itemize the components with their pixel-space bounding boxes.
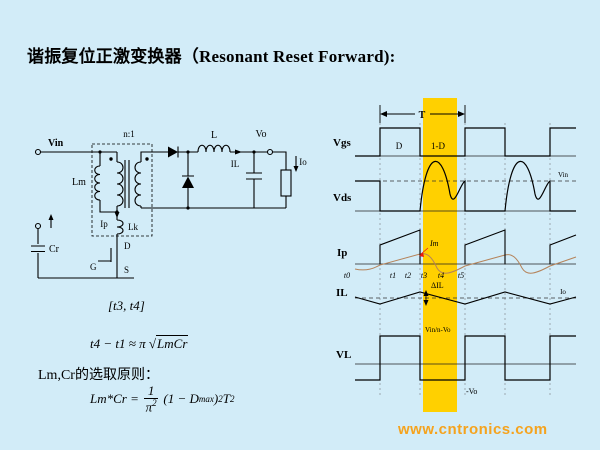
formula2-term-close: ) — [213, 390, 219, 406]
waveform-diagram: T D 1-D Vin Im t0 t1 t2 t3 t4 t5 Io ΔIL … — [333, 98, 577, 412]
lk-coil — [116, 218, 124, 244]
fraction-numerator: 1 — [143, 384, 159, 399]
il-row-label: IL — [336, 287, 348, 299]
ip-trace — [379, 229, 577, 264]
t0-label: t0 — [344, 271, 350, 280]
pi-exponent: 2 — [152, 397, 157, 408]
freewheel-diode-wires — [182, 152, 194, 208]
mosfet-symbol — [98, 244, 118, 278]
t3-label: t3 — [421, 271, 427, 280]
lk-label: Lk — [128, 222, 138, 232]
cr-label: Cr — [49, 244, 60, 255]
primary-polarity-dot — [109, 157, 113, 161]
t5-label: t5 — [458, 271, 464, 280]
highlight-band — [423, 98, 457, 412]
cr-terminal — [34, 222, 42, 230]
output-capacitor — [246, 152, 262, 208]
vo-label: Vo — [256, 129, 267, 140]
io-ref-label: Io — [560, 288, 566, 296]
im-annotation: Im — [419, 239, 439, 257]
vl-trace — [355, 335, 576, 381]
t4-label: t4 — [438, 271, 444, 280]
vin-ref-label: Vin — [558, 171, 569, 179]
secondary-coil — [134, 161, 142, 207]
vds-row-label: Vds — [333, 192, 352, 204]
pi-symbol: π — [145, 398, 153, 414]
il-trace — [354, 291, 577, 305]
sqrt-sign: √ — [148, 336, 157, 351]
page-title: 谐振复位正激变换器（Resonant Reset Forward): — [27, 42, 396, 67]
im-label: Im — [429, 239, 439, 248]
vin-label: Vin — [48, 138, 64, 149]
transformer-dashed-box — [91, 143, 153, 237]
il-arrow — [235, 149, 242, 155]
watermark: www.cntronics.com — [398, 421, 548, 438]
term-exponent: 2 — [218, 393, 223, 404]
interval-note: [t3, t4] — [108, 298, 145, 313]
vgs-trace — [355, 127, 576, 157]
turns-ratio-label: n:1 — [123, 129, 135, 139]
formula2-fraction: 1 π2 — [143, 384, 159, 414]
vl-row-label: VL — [336, 349, 351, 361]
period-label: T — [419, 110, 426, 121]
vl-low-label: -Vo — [466, 387, 477, 396]
formula2-term-open: (1 − D — [163, 390, 199, 406]
load-resistor — [280, 169, 292, 197]
io-arrow — [293, 166, 299, 172]
waveform-row-labels: Vgs Vds Ip IL VL — [333, 137, 352, 361]
vgs-row-label: Vgs — [333, 137, 351, 149]
lm-coil — [94, 165, 101, 201]
period-exponent: 2 — [229, 393, 235, 404]
secondary-polarity-dot — [145, 157, 149, 161]
l-label: L — [211, 130, 217, 141]
il-label: IL — [231, 159, 240, 169]
dmax-subscript: max — [198, 393, 214, 404]
primary-coil — [116, 161, 124, 207]
formula2-lhs: Lm*Cr = — [90, 390, 139, 406]
cr-voltage-arrow — [48, 214, 54, 220]
vin-terminal — [34, 148, 42, 156]
title-en: Resonant Reset Forward — [199, 47, 384, 66]
t2-label: t2 — [405, 271, 411, 280]
drain-label: D — [124, 241, 131, 251]
circuit-marks — [48, 146, 299, 220]
output-inductor-coil — [197, 144, 231, 153]
selection-principle-text: Lm,Cr的选取原则： — [38, 368, 159, 383]
transformer-core — [124, 160, 130, 208]
gate-label: G — [90, 262, 97, 272]
duty-label: D — [396, 141, 403, 151]
formula1-radicand: LmCr — [156, 335, 189, 351]
circuit-labels: Vin n:1 Lm Ip Lk D G S Cr L IL Vo Io — [48, 129, 307, 275]
ip-arrow — [114, 212, 120, 218]
ip-row-label: Ip — [337, 247, 347, 259]
title-zh: 谐振复位正激变换器（ — [27, 47, 199, 66]
delta-il-annotation: ΔIL — [423, 281, 444, 306]
source-label: S — [124, 265, 129, 275]
period-symbol: T — [222, 390, 230, 406]
reset-time-formula: t4 − t1 ≈ π √LmCr — [90, 335, 189, 352]
io-label: Io — [299, 157, 307, 167]
cr-capacitor — [31, 228, 45, 278]
freewheel-diode — [182, 176, 194, 188]
magnetizing-current-trace — [354, 253, 577, 274]
formula1-lhs: t4 − t1 ≈ π — [90, 336, 146, 351]
series-diode — [168, 146, 178, 158]
circuit-diagram: Vin n:1 Lm Ip Lk D G S Cr L IL Vo Io — [31, 129, 307, 279]
period-marker: T — [379, 105, 466, 123]
delta-il-label: ΔIL — [431, 281, 444, 290]
t1-label: t1 — [390, 271, 396, 280]
vl-high-label: Vin/n-Vo — [425, 326, 451, 334]
lm-label: Lm — [72, 177, 86, 188]
vds-trace — [355, 161, 576, 212]
duty-off-label: 1-D — [431, 141, 445, 151]
fraction-denominator: π2 — [144, 397, 159, 414]
circuit-wires — [31, 143, 297, 279]
time-labels: t0 t1 t2 t3 t4 t5 — [344, 271, 464, 280]
title-tail: ): — [383, 47, 396, 66]
ip-label: Ip — [100, 219, 108, 229]
vo-terminal — [266, 148, 274, 156]
